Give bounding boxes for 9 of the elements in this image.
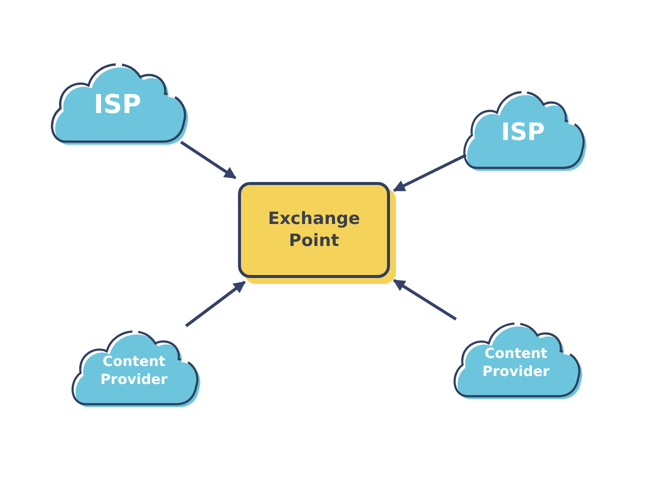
arrow [392, 154, 467, 192]
arrow [180, 140, 236, 180]
node-label: ISP [500, 117, 546, 148]
node-label: ISP [92, 89, 142, 122]
node-label: Content Provider [481, 344, 551, 382]
node-label: Content Provider [99, 352, 169, 390]
arrow [185, 280, 246, 328]
arrow [392, 279, 457, 321]
node-label: Exchange Point [266, 208, 361, 252]
